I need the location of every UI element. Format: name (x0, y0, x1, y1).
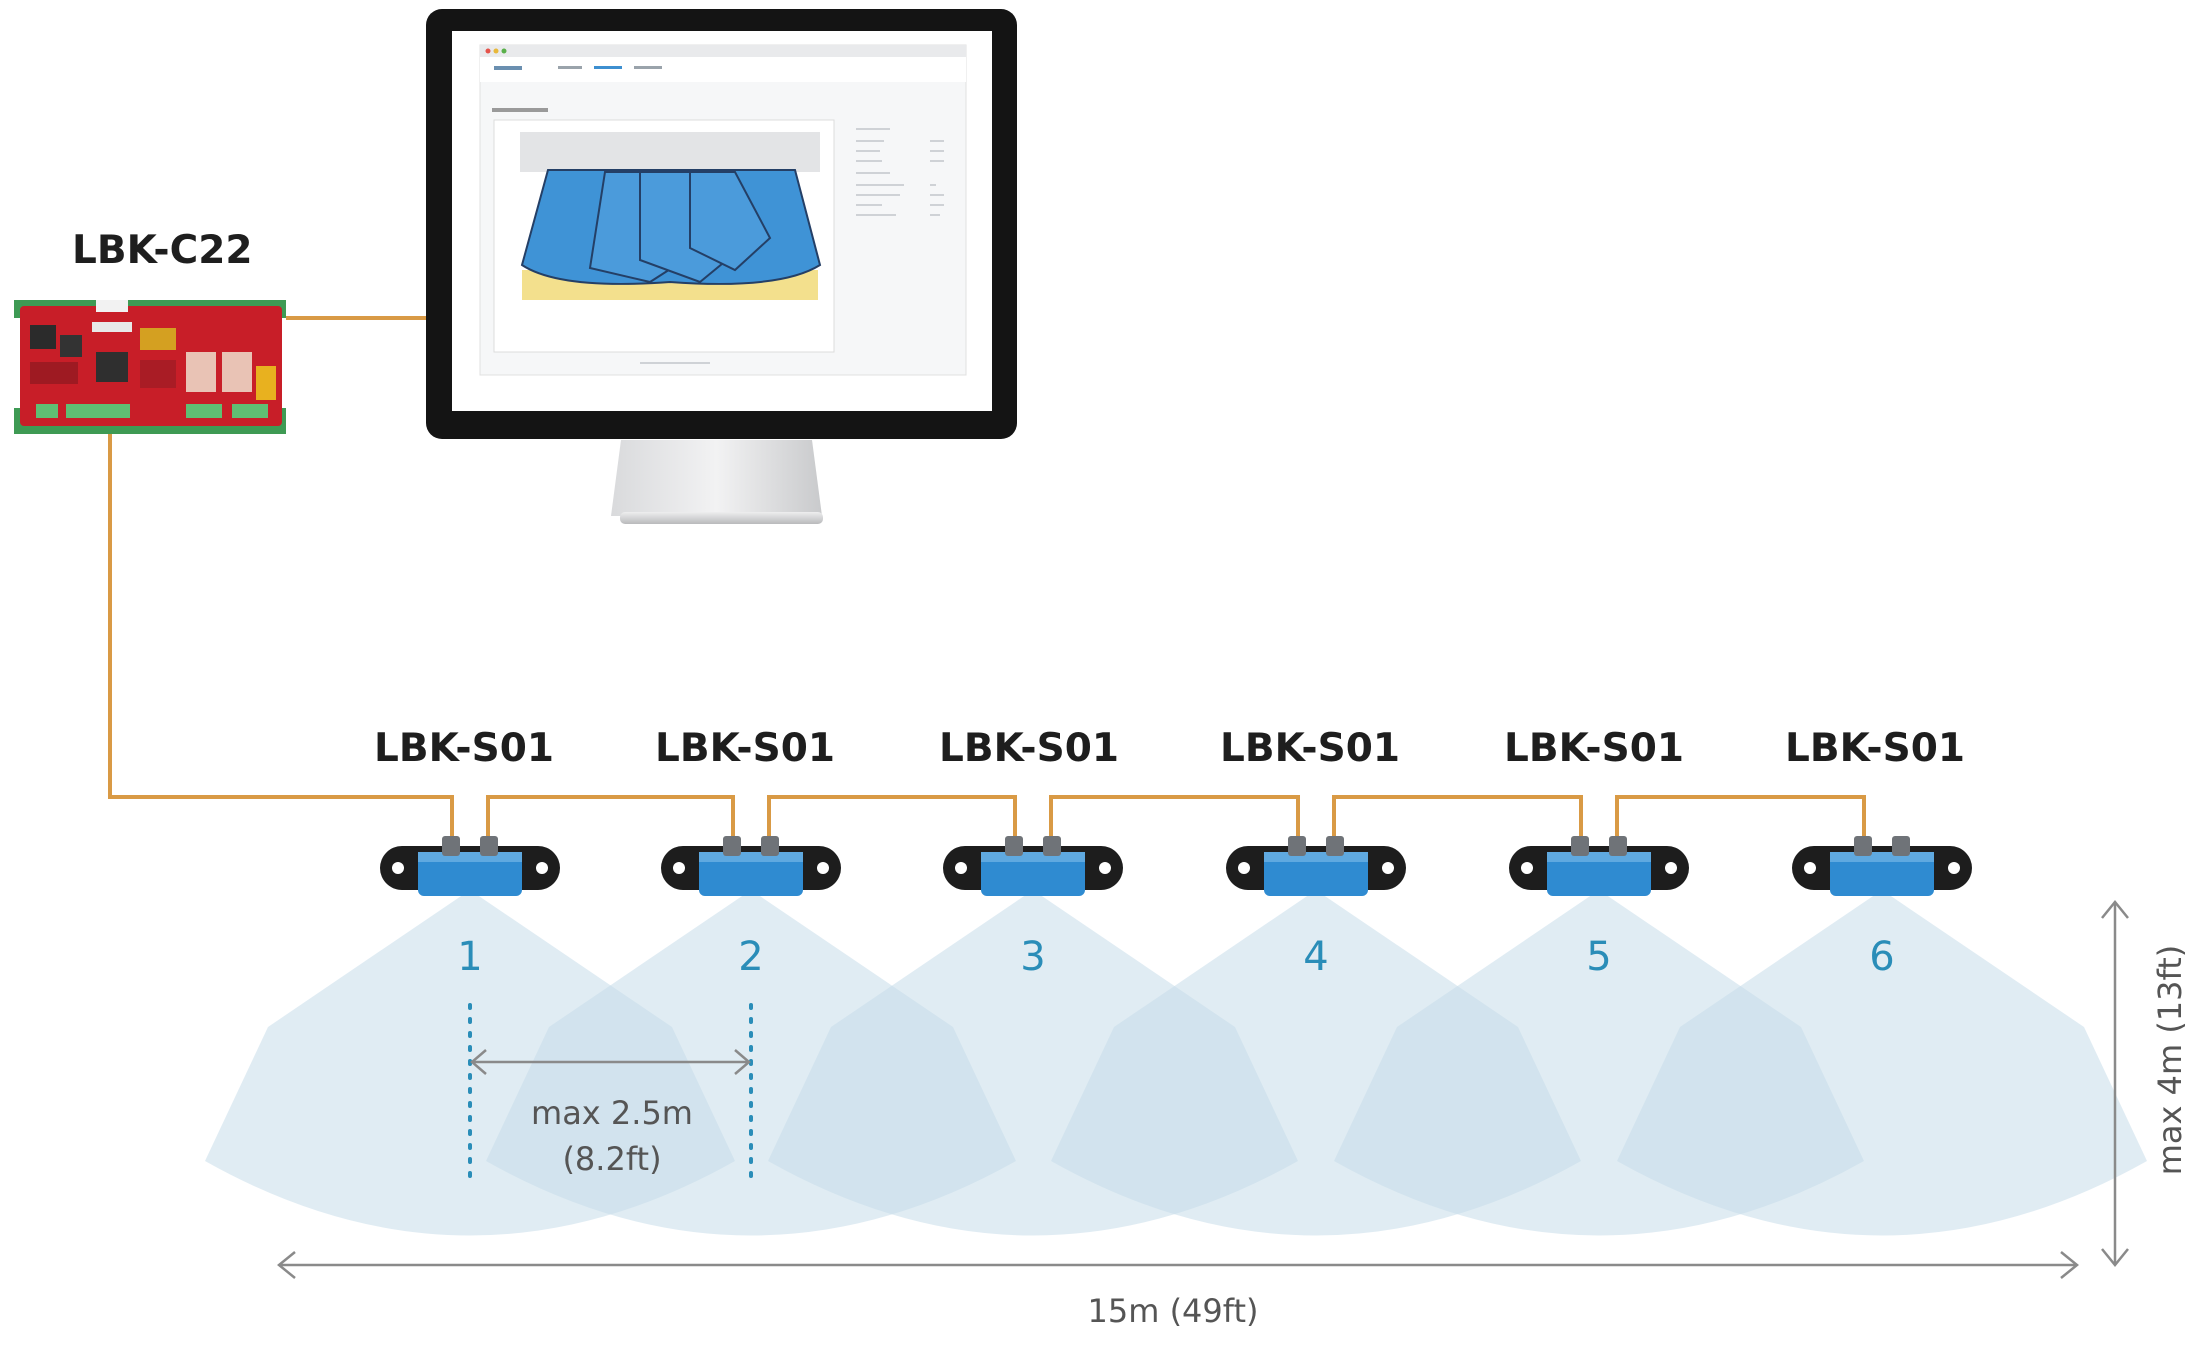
sensor-number-1: 1 (457, 934, 482, 980)
sensor-label-3: LBK-S01 (939, 726, 1119, 771)
cable-sensor-5-to-6 (1617, 797, 1864, 840)
radar-sensor-icon (1509, 836, 1689, 896)
sensor-label-2: LBK-S01 (655, 726, 835, 771)
sensor-number-4: 4 (1303, 934, 1328, 980)
sensor-label-5: LBK-S01 (1504, 726, 1684, 771)
cable-sensor-3-to-4 (1051, 797, 1298, 840)
sensor-row (380, 836, 1972, 896)
sensor-label-4: LBK-S01 (1220, 726, 1400, 771)
sensor-label-1: LBK-S01 (374, 726, 554, 771)
sensor-number-3: 3 (1020, 934, 1045, 980)
sensor-number-5: 5 (1586, 934, 1611, 980)
radar-sensor-icon (1226, 836, 1406, 896)
cable-sensor-2-to-3 (769, 797, 1015, 840)
spacing-dimension-label: max 2.5m (8.2ft) (531, 1090, 693, 1182)
radar-sensor-icon (1792, 836, 1972, 896)
cable-controller-to-sensor-1 (110, 430, 452, 840)
radar-sensor-icon (661, 836, 841, 896)
cable-sensor-1-to-2 (488, 797, 733, 840)
sensor-label-6: LBK-S01 (1785, 726, 1965, 771)
radar-sensor-icon (943, 836, 1123, 896)
cable-sensor-4-to-5 (1334, 797, 1581, 840)
spacing-dimension-line2: (8.2ft) (531, 1136, 693, 1182)
circuit-board-icon (14, 300, 286, 434)
radar-sensor-icon (380, 836, 560, 896)
total-width-label: 15m (49ft) (1088, 1292, 1259, 1330)
sensor-number-6: 6 (1869, 934, 1894, 980)
controller-label: LBK-C22 (72, 228, 253, 273)
sensor-number-2: 2 (738, 934, 763, 980)
max-height-label: max 4m (13ft) (2151, 945, 2189, 1176)
configuration-software-screen (480, 45, 966, 375)
width-arrow (279, 1252, 2077, 1278)
spacing-dimension-line1: max 2.5m (531, 1090, 693, 1136)
